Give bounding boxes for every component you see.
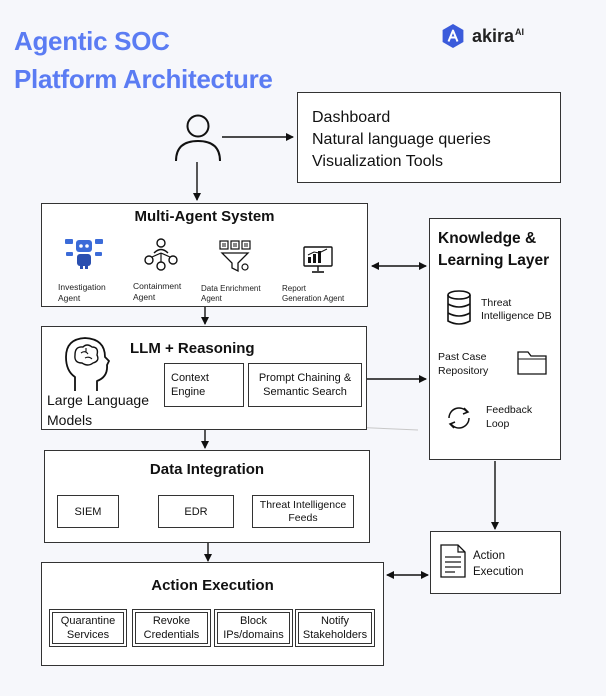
edr-box: EDR (158, 495, 234, 528)
output-nl-queries: Natural language queries (312, 131, 491, 148)
siem-label: SIEM (74, 505, 102, 518)
user-icon (175, 114, 221, 162)
agent-report-generation: Report Generation Agent (282, 284, 344, 304)
agent-report-generation-line1: Report (282, 284, 307, 293)
past-case-line1: Past Case (438, 351, 487, 363)
context-line2: Engine (171, 386, 206, 398)
agent-report-generation-line2: Generation Agent (282, 294, 345, 303)
multi-agent-box: Multi-Agent System Investigation Agent C… (41, 203, 368, 307)
notify-line1: Notify (320, 615, 350, 627)
robot-icon (65, 239, 103, 269)
feedback-line1: Feedback (486, 404, 533, 416)
block-ips-box: Block IPs/domains (214, 609, 293, 647)
page-title: Agentic SOC Platform Architecture (14, 22, 273, 98)
context-line1: Context (171, 372, 209, 384)
title-line-2: Platform Architecture (14, 64, 273, 94)
agent-data-enrichment: Data Enrichment Agent (201, 284, 261, 304)
prompt-line1: Prompt Chaining & (258, 372, 352, 384)
action-execution-box: Action Execution Quarantine Services Rev… (41, 562, 384, 666)
agent-investigation-line1: Investigation (58, 282, 106, 292)
action-execution-title: Action Execution (151, 577, 274, 594)
side-action-label: Action Execution (473, 548, 524, 580)
agent-investigation: Investigation Agent (58, 282, 106, 304)
knowledge-title: Knowledge & Learning Layer (438, 228, 549, 272)
threat-intel-db-label: Threat Intelligence DB (481, 297, 552, 323)
siem-box: SIEM (57, 495, 119, 528)
data-integration-box: Data Integration SIEM EDR Threat Intelli… (44, 450, 370, 543)
llm-title: LLM + Reasoning (130, 340, 255, 357)
past-case-label: Past Case Repository (438, 350, 488, 378)
llm-reasoning-box: LLM + Reasoning Large Language Models Co… (41, 326, 367, 430)
akira-logo: akiraAI (440, 22, 524, 50)
feeds-line1: Threat Intelligence (259, 498, 347, 511)
multi-agent-title: Multi-Agent System (134, 208, 275, 225)
agent-containment-line1: Containment (133, 281, 182, 291)
quarantine-services-box: Quarantine Services (49, 609, 127, 647)
models-line1: Large Language (47, 392, 149, 408)
edr-label: EDR (184, 505, 208, 518)
models-line2: Models (47, 412, 93, 428)
agent-containment-line2: Agent (133, 292, 156, 302)
knowledge-layer-box: Knowledge & Learning Layer Threat Intell… (429, 218, 561, 460)
agent-containment: Containment Agent (133, 281, 181, 303)
block-line1: Block (240, 615, 267, 627)
user-outputs-box: Dashboard Natural language queries Visua… (297, 92, 561, 183)
feedback-line2: Loop (486, 418, 510, 430)
report-monitor-icon (303, 246, 333, 273)
threat-db-line1: Threat (481, 297, 512, 309)
prompt-line2: Semantic Search (263, 386, 347, 398)
akira-logo-icon (442, 24, 464, 48)
side-action-execution-box: Action Execution (430, 531, 561, 594)
feedback-loop-label: Feedback Loop (486, 403, 532, 431)
side-action-line2: Execution (473, 566, 524, 578)
data-integration-title: Data Integration (149, 461, 265, 478)
knowledge-title-line1: Knowledge & (438, 230, 537, 247)
revoke-credentials-box: Revoke Credentials (132, 609, 211, 647)
brand-name: akiraAI (472, 25, 525, 46)
threat-feeds-box: Threat Intelligence Feeds (252, 495, 354, 528)
side-action-line1: Action (473, 550, 505, 562)
agent-data-enrichment-line2: Agent (201, 294, 222, 303)
notify-line2: Stakeholders (302, 629, 368, 641)
large-language-models-label: Large Language Models (47, 390, 149, 430)
feeds-line2: Feeds (288, 511, 318, 524)
title-line-1: Agentic SOC (14, 26, 170, 56)
prompt-chaining-box: Prompt Chaining & Semantic Search (248, 363, 362, 407)
quarantine-line2: Services (66, 629, 110, 641)
quarantine-line1: Quarantine (60, 615, 116, 627)
past-case-line2: Repository (438, 365, 489, 377)
database-icon (447, 290, 471, 325)
block-line2: IPs/domains (223, 629, 284, 641)
output-dashboard: Dashboard (312, 109, 391, 126)
folder-icon (517, 351, 547, 375)
revoke-line2: Credentials (143, 629, 200, 641)
agent-investigation-line2: Agent (58, 293, 81, 303)
knowledge-title-line2: Learning Layer (438, 252, 550, 269)
output-visualization: Visualization Tools (312, 153, 444, 170)
threat-db-line2: Intelligence DB (481, 310, 552, 322)
brain-head-icon (65, 337, 110, 391)
brand-suffix: AI (515, 26, 525, 37)
refresh-loop-icon (448, 407, 470, 429)
document-icon (440, 544, 466, 578)
agent-data-enrichment-line1: Data Enrichment (201, 284, 261, 293)
network-users-icon (144, 238, 178, 271)
data-filter-icon (219, 240, 251, 273)
context-engine-box: Context Engine (164, 363, 244, 407)
revoke-line1: Revoke (152, 615, 191, 627)
notify-stakeholders-box: Notify Stakeholders (295, 609, 375, 647)
